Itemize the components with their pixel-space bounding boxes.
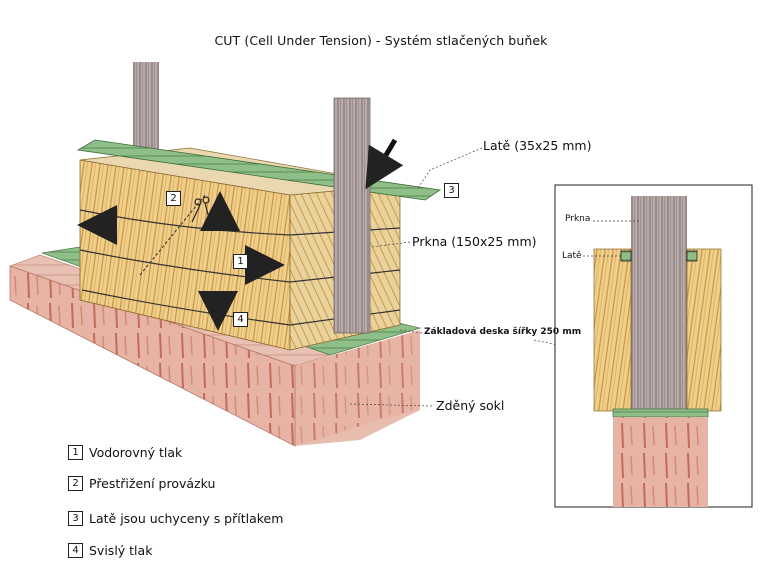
marker-2: 2 <box>166 191 181 206</box>
label-zakladova-deska: Základová deska šířky 250 mm <box>424 327 582 337</box>
legend-num: 4 <box>68 543 83 558</box>
diagram-title: CUT (Cell Under Tension) - Systém stlače… <box>214 33 548 48</box>
legend-item-1: 1 Vodorovný tlak <box>68 442 182 460</box>
marker-3: 3 <box>444 183 459 198</box>
legend-text: Vodorovný tlak <box>89 445 183 460</box>
detail-label-prkna: Prkna <box>565 214 591 224</box>
scissors-icon <box>139 194 211 276</box>
label-prkna: Prkna (150x25 mm) <box>412 234 537 249</box>
legend-text: Svislý tlak <box>89 543 153 558</box>
marker-4: 4 <box>233 312 248 327</box>
left-post <box>133 62 159 152</box>
label-zdeny-sokl: Zděný sokl <box>436 398 505 413</box>
legend-text: Latě jsou uchyceny s přítlakem <box>89 511 284 526</box>
legend-text: Přestřižení provázku <box>89 476 216 491</box>
legend-item-2: 2 Přestřižení provázku <box>68 473 215 491</box>
legend-num: 1 <box>68 445 83 460</box>
label-late: Latě (35x25 mm) <box>483 138 592 153</box>
section-detail <box>554 184 753 508</box>
right-post <box>333 97 371 334</box>
marker-1: 1 <box>233 254 248 269</box>
legend-item-4: 4 Svislý tlak <box>68 540 152 558</box>
legend-num: 3 <box>68 511 83 526</box>
legend-item-3: 3 Latě jsou uchyceny s přítlakem <box>68 508 283 526</box>
detail-label-late: Latě <box>562 251 582 261</box>
legend-num: 2 <box>68 476 83 491</box>
pressure-arrows <box>77 138 404 331</box>
